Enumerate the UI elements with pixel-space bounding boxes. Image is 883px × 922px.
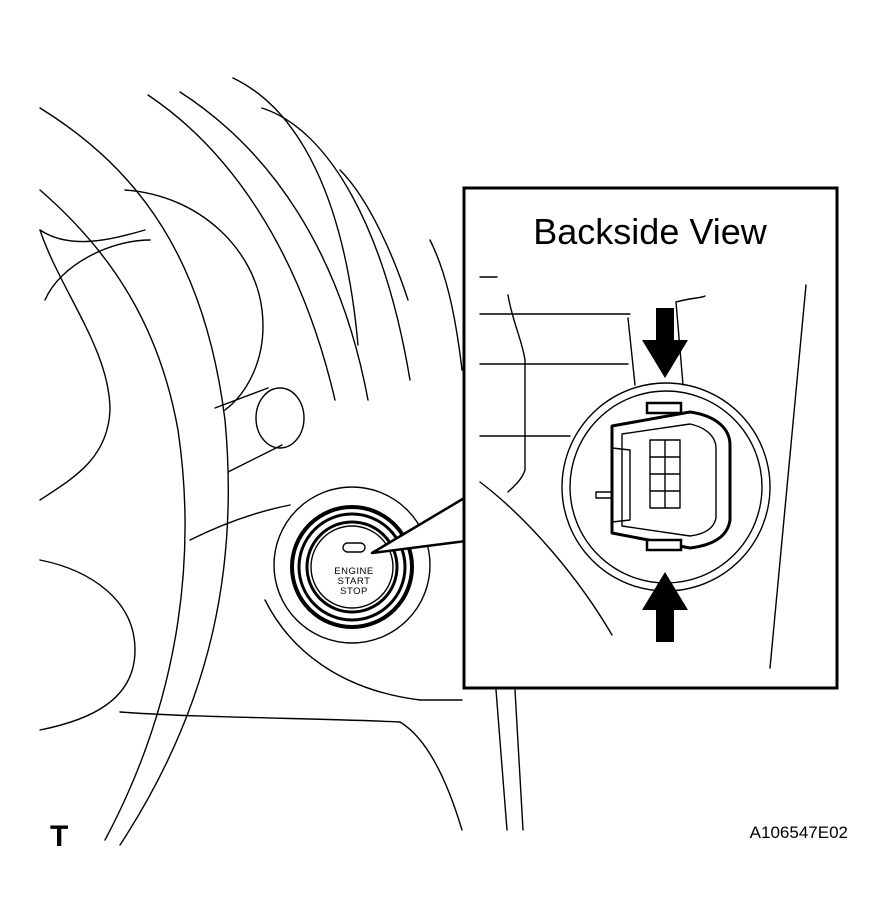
dash-arc-3 — [232, 77, 359, 346]
corner-mark: T — [50, 820, 68, 853]
connector-body — [610, 410, 732, 550]
button-face — [310, 525, 394, 609]
center-stack-line-1 — [495, 689, 508, 831]
steering-wheel-outer-rim — [39, 107, 230, 846]
dash-arc-6 — [429, 239, 463, 371]
steering-hub-lower — [39, 559, 136, 731]
dash-arc-4 — [261, 107, 411, 381]
inset-title: Backside View — [533, 211, 767, 252]
button-indicator-lamp — [342, 542, 366, 553]
column-lever-end — [255, 387, 305, 449]
column-lever-top — [214, 387, 269, 409]
steering-wheel-hub-arc — [124, 189, 264, 411]
dash-arc-1 — [147, 94, 336, 401]
backside-view-inset: Backside View — [462, 186, 839, 690]
steering-wheel-spoke — [39, 229, 146, 243]
button-label-line-3: STOP — [340, 586, 368, 597]
button-ring-3 — [305, 520, 399, 614]
button-ring-2 — [297, 512, 407, 622]
button-label-line-1: ENGINE — [334, 566, 373, 577]
column-lever-bottom — [227, 444, 283, 473]
connector-inner-shell — [621, 423, 717, 537]
dashboard-line-art — [39, 77, 524, 846]
inset-stalk-left — [627, 317, 636, 386]
lower-panel-sweep — [264, 599, 463, 701]
inset-lower-sweep — [479, 481, 613, 636]
arrow-down-icon — [642, 308, 688, 378]
knee-panel-top — [119, 711, 401, 723]
center-stack-line-2 — [514, 689, 524, 831]
connector-lead — [595, 491, 613, 499]
lower-panel-left — [189, 504, 291, 541]
button-bezel-outer — [273, 486, 431, 644]
release-tab-top — [645, 401, 683, 415]
steering-wheel-inner-rim — [39, 189, 186, 841]
steering-hub-upper — [44, 239, 151, 301]
release-tab-bottom — [645, 538, 683, 552]
dash-arc-2 — [179, 91, 369, 401]
button-label-line-2: START — [338, 576, 371, 587]
inset-upper-curve — [675, 295, 706, 303]
inset-right-edge — [769, 284, 807, 669]
inset-panel-edge — [507, 294, 526, 493]
steering-hub-left — [39, 229, 111, 501]
dash-arc-5 — [339, 169, 409, 301]
engine-start-button: ENGINE START STOP — [273, 486, 431, 644]
connector-side-latch — [611, 447, 631, 523]
button-ring-1 — [290, 505, 414, 629]
arrow-up-icon — [642, 572, 688, 642]
knee-panel-curve — [399, 721, 463, 831]
figure-id: A106547E02 — [750, 823, 848, 842]
